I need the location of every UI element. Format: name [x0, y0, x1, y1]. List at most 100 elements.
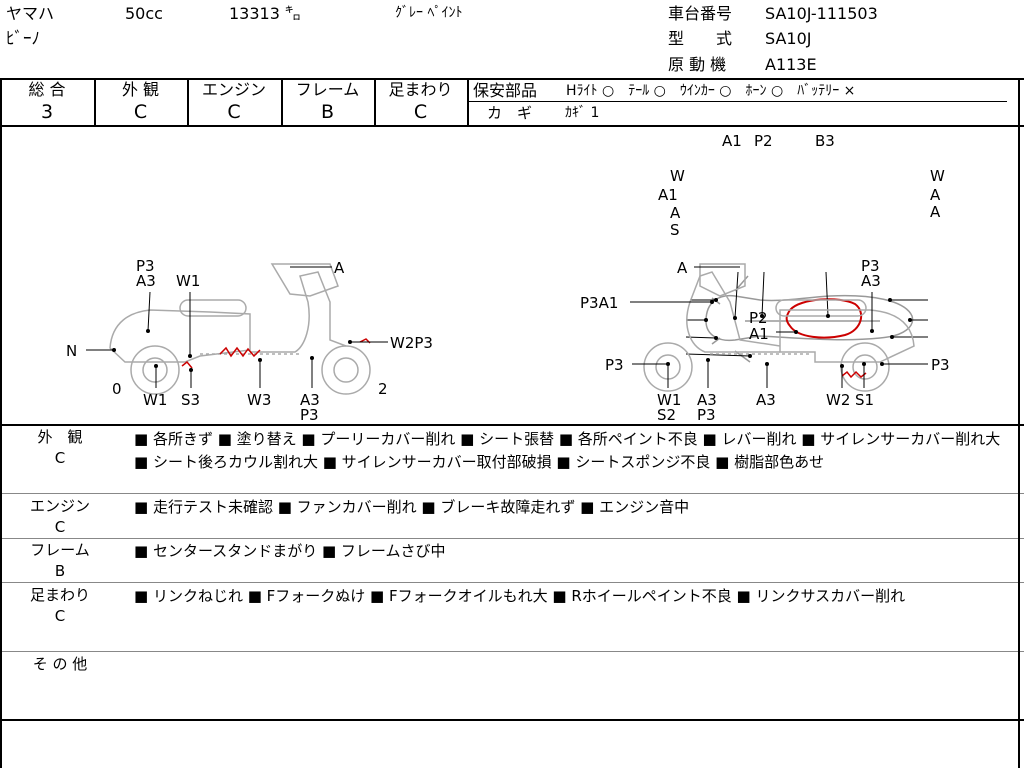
key-label: カ ギ: [487, 104, 533, 122]
grade-label-exterior: 外 観: [121, 80, 160, 99]
type-value: SA10J: [765, 29, 812, 48]
grade-value-exterior: C: [133, 101, 148, 123]
note-grade-exterior: C: [54, 449, 66, 467]
label-w2: W2: [826, 391, 850, 409]
label-a: A: [930, 186, 941, 204]
label-a3: A3: [300, 391, 320, 409]
label-a3: A3: [861, 272, 881, 290]
note-category-engine: エンジン: [29, 497, 90, 515]
scooter-top-view: [705, 275, 914, 363]
label-a3: A3: [136, 272, 156, 290]
label-w: W: [670, 167, 685, 185]
label-a: A: [930, 203, 941, 221]
label-w: W: [930, 167, 945, 185]
maker: ヤマハ: [6, 4, 55, 23]
marker-dots: [112, 298, 912, 372]
grade-value-engine: C: [227, 101, 241, 123]
damage-mark: [841, 370, 867, 379]
label-a1: A1: [658, 186, 678, 204]
label-w1: W1: [143, 391, 167, 409]
key-value: ｶｷﾞ 1: [565, 105, 600, 121]
label-w1: W1: [657, 391, 681, 409]
divider: [467, 101, 1007, 102]
body-color: ｸﾞﾚｰ ﾍﾟｲﾝﾄ: [395, 5, 463, 21]
label-p3: P3: [300, 406, 319, 424]
grade-value-suspension: C: [413, 101, 428, 123]
divider: [0, 78, 1024, 80]
grade-value-overall: 3: [40, 101, 54, 123]
label-s1: S1: [855, 391, 874, 409]
frame-no-label: 車台番号: [668, 4, 733, 23]
mileage: 13313 ㌔: [229, 4, 301, 23]
label-b3: B3: [815, 132, 835, 150]
note-category-other: そ の 他: [32, 655, 88, 673]
label-p3: P3: [931, 356, 950, 374]
safety-items: Hﾗｲﾄ ○ ﾃｰﾙ ○ ｳｲﾝｶｰ ○ ﾎｰﾝ ○ ﾊﾞｯﾃﾘｰ ×: [566, 83, 856, 99]
note-category-frame: フレーム: [30, 541, 90, 559]
divider: [281, 78, 283, 126]
note-category-exterior: 外 観: [37, 428, 83, 446]
label-s3: S3: [181, 391, 200, 409]
border: [1018, 78, 1020, 768]
note-grade-frame: B: [54, 562, 66, 580]
label-a1: A1: [749, 325, 769, 343]
label-s2: S2: [657, 406, 676, 424]
divider: [0, 424, 1024, 426]
frame-no: SA10J-111503: [765, 4, 878, 23]
grade-label-overall: 総 合: [28, 80, 66, 99]
note-grade-engine: C: [54, 518, 66, 536]
label-p2: P2: [754, 132, 773, 150]
divider: [0, 719, 1024, 721]
label-a: A: [670, 204, 681, 222]
note-text-engine: ■ 走行テスト未確認 ■ ファンカバー削れ ■ ブレーキ故障走れず ■ エンジン…: [134, 498, 690, 516]
divider: [0, 582, 1024, 583]
label-two: 2: [378, 380, 388, 398]
label-zero: 0: [112, 380, 122, 398]
divider: [94, 78, 96, 126]
displacement: 50cc: [125, 4, 163, 23]
note-text-suspension: ■ リンクねじれ ■ Fフォークぬけ ■ Fフォークオイルもれ大 ■ Rホイール…: [134, 587, 906, 605]
label-a: A: [334, 259, 345, 277]
note-text-frame: ■ センタースタンドまがり ■ フレームさび中: [134, 542, 446, 560]
safety-label: 保安部品: [473, 81, 538, 100]
border: [0, 78, 2, 768]
type-label: 型 式: [668, 29, 733, 48]
grade-label-suspension: 足まわり: [388, 80, 453, 99]
engine-label: 原 動 機: [668, 55, 727, 74]
label-p3: P3: [697, 406, 716, 424]
damage-mark: [181, 360, 193, 369]
label-p3a1: P3A1: [580, 294, 618, 312]
damage-mark: [219, 346, 261, 358]
divider: [187, 78, 189, 126]
scooter-left-view: [109, 263, 371, 395]
label-s: S: [670, 221, 680, 239]
leader-lines: [685, 271, 928, 357]
label-a1: A1: [722, 132, 742, 150]
divider: [0, 651, 1024, 652]
note-grade-suspension: C: [54, 607, 66, 625]
divider: [467, 78, 469, 126]
grade-label-engine: エンジン: [201, 80, 266, 99]
grade-label-frame: フレーム: [295, 80, 360, 99]
divider: [0, 538, 1024, 539]
grade-value-frame: B: [320, 101, 335, 123]
label-p3: P3: [605, 356, 624, 374]
note-category-suspension: 足まわり: [29, 586, 90, 604]
scooter-diagram: A1 P2 B3 W A1 A S W A A P3 A3 W1 A N W2P…: [66, 132, 950, 424]
note-text-exterior: ■ 各所きず ■ 塗り替え ■ プーリーカバー削れ ■ シート張替 ■ 各所ペイ…: [134, 430, 1001, 471]
divider: [0, 493, 1024, 494]
label-n: N: [66, 342, 77, 360]
leader-lines: [630, 266, 928, 388]
scooter-right-view: [643, 263, 915, 392]
label-a: A: [677, 259, 688, 277]
model-name: ﾋﾞｰﾉ: [6, 29, 40, 49]
label-w2p3: W2P3: [390, 334, 433, 352]
label-p3: P3: [136, 257, 155, 275]
divider: [374, 78, 376, 126]
label-w1: W1: [176, 272, 200, 290]
label-a3: A3: [697, 391, 717, 409]
engine-value: A113E: [765, 55, 817, 74]
label-p3: P3: [861, 257, 880, 275]
leader-lines: [86, 266, 388, 388]
label-a3: A3: [756, 391, 776, 409]
